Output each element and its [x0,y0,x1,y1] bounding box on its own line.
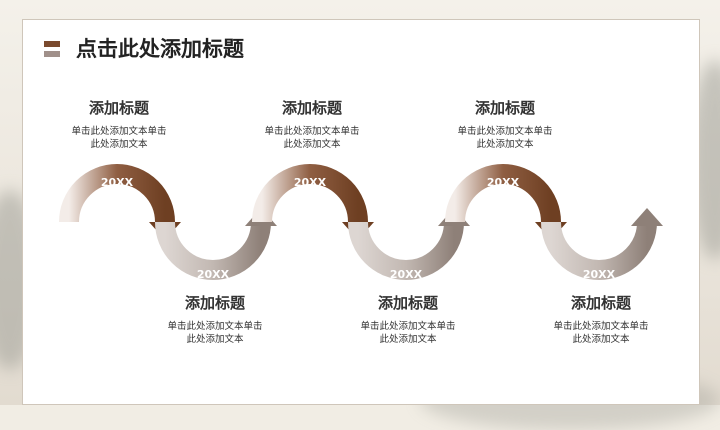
arc-top [252,164,368,223]
step-body: 单击此处添加文本单击此处添加文本 [553,321,649,345]
step-text: 添加标题单击此处添加文本单击此处添加文本 [338,292,478,346]
step-heading: 添加标题 [184,294,245,312]
step-text: 添加标题单击此处添加文本单击此处添加文本 [242,97,382,151]
step-text: 添加标题单击此处添加文本单击此处添加文本 [49,97,189,151]
step-heading: 添加标题 [377,294,438,312]
step-heading: 添加标题 [474,99,535,117]
step-text: 添加标题单击此处添加文本单击此处添加文本 [145,292,285,346]
arc-bottom [155,221,271,280]
title-bar-icon [44,51,60,57]
step-text: 添加标题单击此处添加文本单击此处添加文本 [531,292,671,346]
step-heading: 添加标题 [570,294,631,312]
year-label: 20XX [294,176,327,189]
year-label: 20XX [487,176,520,189]
arc-top [59,164,175,223]
step-body: 单击此处添加文本单击此处添加文本 [264,126,360,150]
step-body: 单击此处添加文本单击此处添加文本 [167,321,263,345]
arc-bottom [541,221,657,280]
step-body: 单击此处添加文本单击此处添加文本 [457,126,553,150]
step-heading: 添加标题 [88,99,149,117]
year-label: 20XX [583,268,616,281]
year-label: 20XX [101,176,134,189]
step-heading: 添加标题 [281,99,342,117]
timeline-wave: 20XX 20XX 20XX 20XX 20XX 20XX [59,164,663,281]
step-body: 单击此处添加文本单击此处添加文本 [360,321,456,345]
step-text: 添加标题单击此处添加文本单击此处添加文本 [435,97,575,151]
title-bar-icon [44,41,60,47]
year-label: 20XX [197,268,230,281]
arc-top [445,164,561,223]
arc-bottom [348,221,464,280]
arrow-up-icon [631,208,663,226]
year-label: 20XX [390,268,423,281]
step-body: 单击此处添加文本单击此处添加文本 [71,126,167,150]
page-title: 点击此处添加标题 [76,36,244,61]
